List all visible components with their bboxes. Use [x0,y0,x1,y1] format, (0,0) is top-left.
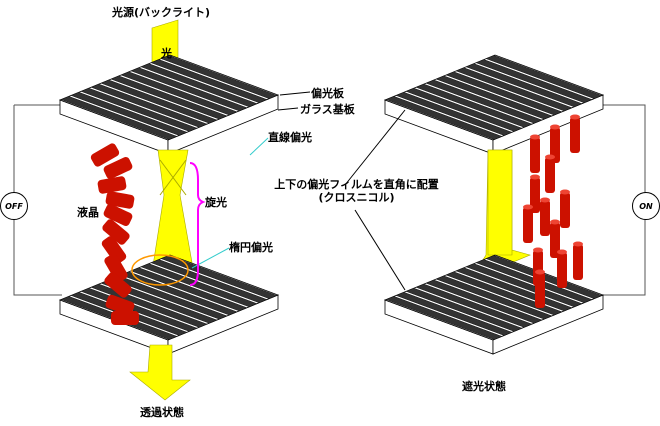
liquid-crystal-molecule-vertical [545,157,555,193]
crystal-cap [540,197,550,203]
pointer-polarizer [279,91,311,96]
right-top-plate-polarizer-stripe [385,96,503,140]
light-label: 光 [161,47,172,60]
pointer-glass [277,107,299,111]
left-top-plate-polarizer-stripe [100,79,218,124]
liquid-crystal-molecule [97,176,127,194]
optical-rotation-brace [189,162,206,286]
left-top-plate-polarizer-stripe [60,96,178,140]
left-top-plate-polarizer-stripe [140,63,258,108]
wire [13,105,62,296]
liquid-crystal-molecule-vertical [573,244,583,280]
left-top-plate-polarizer-stripe [130,67,248,112]
liquid-crystal-molecule [104,253,128,283]
light-source-label: 光源(バックライト) [112,6,211,19]
transmission-state-label: 透過状態 [140,406,184,419]
left-top-plate-polarizer-stripe [110,75,228,120]
liquid-crystal-molecule [111,311,139,325]
cross-nicol-note: 上下の偏光フィルムを直角に配置 (クロスニコル) [274,178,439,204]
liquid-crystal-molecule [105,191,135,209]
left-top-plate-polarizer-stripe [70,92,188,136]
on-switch: ON [632,192,660,220]
glass-substrate-label: ガラス基板 [300,103,355,116]
crystal-cap [560,189,570,195]
crystal-cap [573,241,583,247]
liquid-crystal-molecule-vertical [560,192,570,228]
left-top-plate-polarizer-stripe [160,55,278,99]
crystal-cap [530,174,540,180]
right-top-plate-polarizer-stripe [455,67,573,112]
right-bottom-plate-polarizer-stripe [395,292,513,336]
crystal-cap [545,154,555,160]
right-top-plate-polarizer-stripe [425,79,543,124]
right-light-column [487,149,513,256]
off-switch: OFF [0,192,28,220]
right-top-plate-polarizer-stripe [465,63,583,108]
twist-line [159,159,187,196]
left-bottom-plate-polarizer-stripe [130,267,248,312]
crystal-cap [535,269,545,275]
left-top-plate-polarizer-stripe [90,83,208,128]
liquid-crystal-molecule [102,219,130,245]
right-top-plate-polarizer-stripe [435,75,553,120]
left-top-plate-polarizer-stripe [120,71,238,116]
liquid-crystal-molecule-vertical [530,177,540,213]
transmitted-light-arrow [129,344,191,401]
left-bottom-plate-polarizer-stripe [160,255,278,299]
right-bottom-plate-polarizer-stripe [435,275,553,320]
pointer-cross-nicol-top [344,109,406,186]
liquid-crystal-molecule-vertical [523,207,533,243]
liquid-crystal-molecule [105,294,135,316]
blocking-state-label: 遮光状態 [462,380,506,393]
left-top-plate-polarizer-stripe [80,87,198,132]
crystal-cap [533,247,543,253]
liquid-crystal-molecule [104,272,132,298]
liquid-crystal-molecule-vertical [557,252,567,288]
right-top-plate-polarizer-stripe [475,59,593,103]
liquid-crystal-molecule-vertical [540,200,550,236]
right-top-plate-polarizer-stripe [405,87,523,132]
crystal-cap [523,204,533,210]
crystal-cap [570,114,580,120]
liquid-crystal-molecule [103,204,133,226]
crystal-cap [550,219,560,225]
liquid-crystal-label: 液晶 [77,206,99,219]
right-bottom-plate-polarizer-stripe [445,271,563,316]
liquid-crystal-molecule-vertical [530,137,540,173]
right-bottom-plate-polarizer-stripe [385,296,503,340]
right-bottom-plate-polarizer-stripe [415,283,533,328]
right-top-plate-polarizer-stripe [415,83,533,128]
right-top-plate-polarizer-stripe [395,92,513,136]
liquid-crystal-molecule [103,157,133,179]
note-line-2: (クロスニコル) [318,191,395,204]
liquid-crystal-molecule-vertical [550,127,560,163]
liquid-crystal-molecule-vertical [535,272,545,308]
right-bottom-plate-polarizer-stripe [405,287,523,332]
right-bottom-plate-polarizer-stripe [425,279,543,324]
elliptical-polarization-marker [131,254,189,286]
crystal-cap [530,134,540,140]
left-bottom-plate-polarizer-stripe [150,259,268,303]
liquid-crystal-molecule [101,236,127,264]
pointer-linear [249,137,269,156]
liquid-crystal-molecule [90,143,120,167]
linear-polarization-label: 直線偏光 [268,131,312,144]
left-bottom-plate-polarizer-stripe [140,263,258,308]
crystal-cap [550,124,560,130]
polarizer-label: 偏光板 [311,87,344,100]
liquid-crystal-molecule-vertical [570,117,580,153]
elliptical-polarization-label: 楕円偏光 [229,241,273,254]
pointer-cross-nicol-bottom [354,209,406,291]
right-top-plate-polarizer-stripe [485,55,603,99]
optical-rotation-label: 旋光 [205,196,227,209]
left-top-plate-polarizer-stripe [150,59,268,103]
liquid-crystal-molecule-vertical [550,222,560,258]
right-top-plate-polarizer-stripe [445,71,563,116]
note-line-1: 上下の偏光フィルムを直角に配置 [274,178,439,191]
crystal-cap [557,249,567,255]
